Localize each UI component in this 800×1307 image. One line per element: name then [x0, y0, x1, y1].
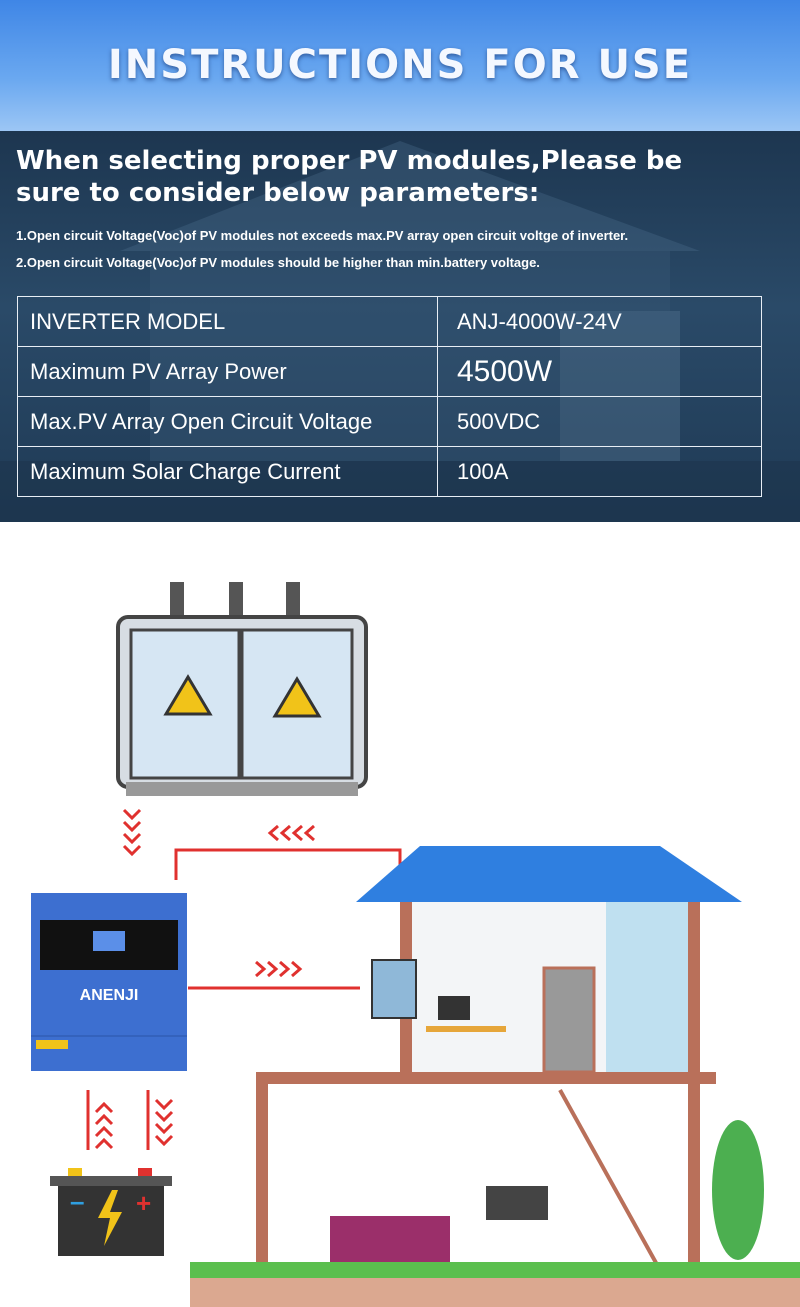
inverter-brand-logo: ANENJI	[80, 987, 139, 1004]
title-banner: INSTRUCTIONS FOR USE	[0, 0, 800, 131]
system-diagram: ANENJI – +	[31, 582, 800, 1307]
row-value: 100A	[437, 446, 762, 497]
inverter-icon: ANENJI	[31, 893, 187, 1071]
house-illustration	[190, 846, 800, 1307]
battery-icon: – +	[50, 1168, 172, 1256]
parameters-section: When selecting proper PV modules,Please …	[0, 131, 800, 522]
row-label: Max.PV Array Open Circuit Voltage	[17, 396, 438, 447]
section-heading: When selecting proper PV modules,Please …	[16, 146, 683, 208]
grid-transformer-icon	[116, 582, 368, 796]
svg-text:–: –	[70, 1186, 84, 1216]
note-1: 1.Open circuit Voltage(Voc)of PV modules…	[16, 228, 629, 243]
note-2: 2.Open circuit Voltage(Voc)of PV modules…	[16, 255, 540, 270]
svg-text:+: +	[136, 1188, 151, 1218]
page-title: INSTRUCTIONS FOR USE	[107, 42, 693, 88]
row-label: Maximum Solar Charge Current	[17, 446, 438, 497]
row-label: Maximum PV Array Power	[17, 346, 438, 397]
row-value: 500VDC	[437, 396, 762, 447]
row-value: ANJ-4000W-24V	[437, 296, 762, 347]
power-flow-arrows	[86, 808, 402, 1150]
row-value: 4500W	[437, 346, 762, 397]
row-label: INVERTER MODEL	[17, 296, 438, 347]
